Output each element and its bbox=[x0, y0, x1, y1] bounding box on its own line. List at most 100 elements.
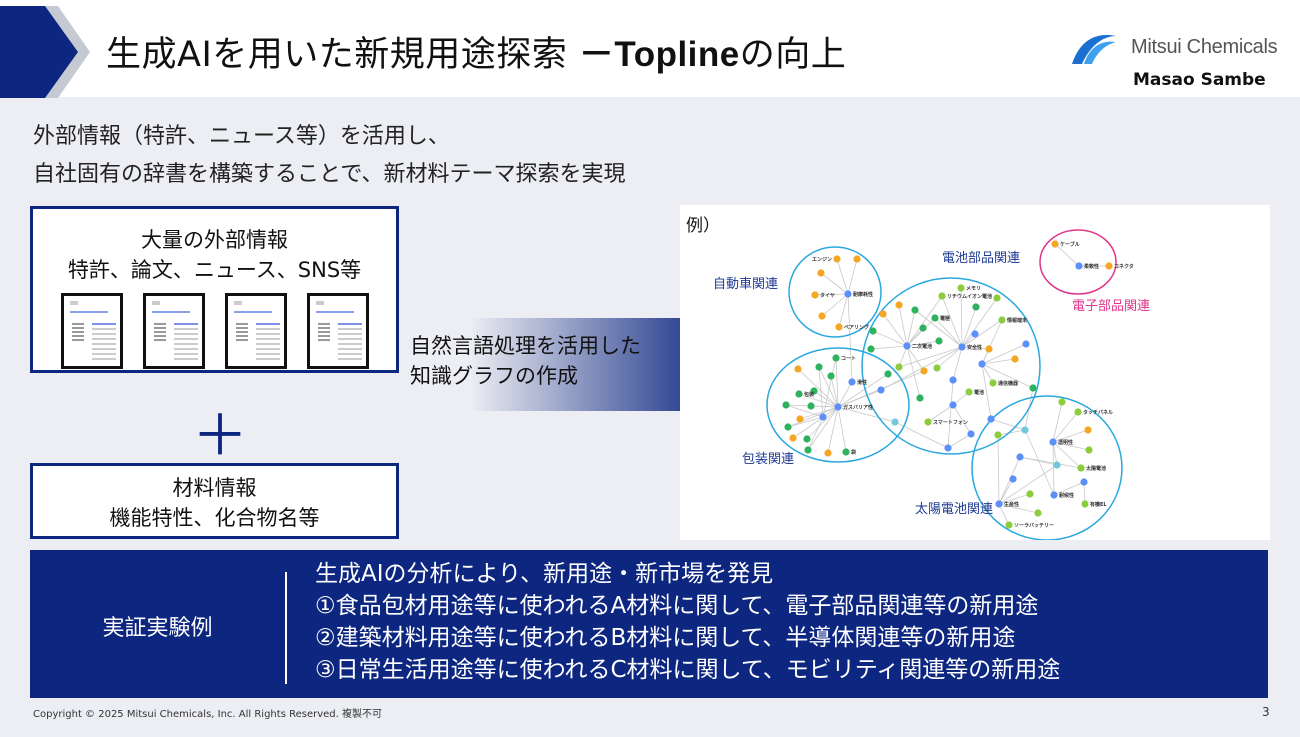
graph-node bbox=[978, 360, 986, 368]
graph-node bbox=[819, 413, 827, 421]
graph-node-label: 二次電池 bbox=[912, 343, 932, 350]
graph-edge bbox=[898, 345, 908, 368]
graph-edge bbox=[906, 340, 940, 347]
graph-node bbox=[810, 387, 818, 395]
graph-node bbox=[1034, 509, 1042, 517]
graph-node bbox=[949, 401, 957, 409]
graph-edge bbox=[807, 416, 824, 451]
intro-text: 外部情報（特許、ニュース等）を活用し、 自社固有の辞書を構築することで、新材料テ… bbox=[33, 118, 625, 194]
graph-node bbox=[1016, 453, 1024, 461]
graph-edge bbox=[906, 345, 921, 399]
graph-edge bbox=[821, 293, 849, 317]
material-info-title: 材料情報 bbox=[172, 476, 257, 500]
graph-node-label: リチウムイオン電池 bbox=[947, 293, 992, 300]
graph-node bbox=[895, 301, 903, 309]
graph-node bbox=[1029, 384, 1037, 392]
graph-node-label: エンジン bbox=[812, 257, 832, 263]
graph-edge bbox=[872, 330, 908, 347]
document-icon bbox=[142, 293, 205, 369]
graph-node bbox=[994, 431, 1002, 439]
graph-node-label: 通信機器 bbox=[998, 380, 1019, 387]
graph-node bbox=[967, 430, 975, 438]
header: 生成AIを用いた新規用途探索 －Toplineの向上 Mitsui Chemic… bbox=[0, 0, 1300, 98]
graph-edge bbox=[1052, 441, 1082, 469]
graph-edge bbox=[818, 366, 824, 418]
graph-node bbox=[1085, 446, 1093, 454]
graph-node bbox=[971, 330, 979, 338]
graph-node bbox=[1021, 426, 1029, 434]
graph-edge bbox=[1024, 429, 1055, 496]
graph-node bbox=[993, 294, 1001, 302]
graph-node bbox=[832, 354, 840, 362]
graph-node bbox=[920, 367, 928, 375]
graph-node-label: 透明性 bbox=[1058, 439, 1073, 446]
graph-node-label: コネクタ bbox=[1114, 263, 1134, 270]
results-lines: 生成AIの分析により、新用途・新市場を発見 ①食品包材用途等に使われるA材料に関… bbox=[315, 558, 1060, 686]
graph-edge bbox=[835, 357, 839, 408]
graph-node bbox=[949, 376, 957, 384]
graph-edge bbox=[990, 418, 1026, 431]
graph-node bbox=[879, 310, 887, 318]
graph-node bbox=[877, 386, 885, 394]
graph-edge bbox=[837, 406, 847, 453]
cluster-label-solar: 太陽電池関連 bbox=[915, 502, 993, 517]
graph-edge bbox=[870, 345, 908, 350]
cluster-ring-auto bbox=[788, 246, 882, 338]
graph-node bbox=[795, 390, 803, 398]
graph-node bbox=[796, 415, 804, 423]
graph-edge bbox=[960, 287, 963, 348]
graph-edge bbox=[898, 304, 908, 347]
document-icon bbox=[60, 293, 123, 369]
graph-node bbox=[938, 292, 946, 300]
graph-node bbox=[869, 327, 877, 335]
graph-node bbox=[818, 312, 826, 320]
graph-node bbox=[848, 378, 856, 386]
graph-edge bbox=[906, 317, 936, 347]
graph-node-label: 情報端末 bbox=[1006, 317, 1027, 324]
graph-node bbox=[1022, 340, 1030, 348]
graph-edge bbox=[981, 319, 1003, 365]
graph-edge bbox=[806, 406, 839, 440]
graph-edge bbox=[997, 429, 1026, 436]
graph-node-label: 耐候性 bbox=[1059, 492, 1074, 499]
material-info-subtitle: 機能特性、化合物名等 bbox=[109, 506, 320, 530]
cluster-ring-electronics bbox=[1039, 229, 1117, 295]
graph-edge bbox=[787, 406, 839, 428]
graph-edge bbox=[787, 416, 824, 428]
graph-edge bbox=[798, 393, 839, 408]
graph-node bbox=[957, 284, 965, 292]
graph-node bbox=[1009, 475, 1017, 483]
external-info-box: 大量の外部情報 特許、論文、ニュース、SNS等 bbox=[30, 206, 399, 373]
graph-node-label: 耐摩耗性 bbox=[853, 291, 873, 298]
graph-edge bbox=[830, 375, 839, 408]
graph-edge bbox=[820, 272, 849, 295]
plus-icon: ＋ bbox=[192, 404, 248, 469]
brand-name: Mitsui Chemicals bbox=[1131, 36, 1278, 58]
graph-node-label: スマートフォン bbox=[933, 420, 968, 426]
graph-edge bbox=[838, 293, 849, 328]
graph-node bbox=[972, 303, 980, 311]
graph-node bbox=[1077, 464, 1085, 472]
graph-edge bbox=[914, 309, 963, 348]
graph-node bbox=[1053, 461, 1061, 469]
graph-edge bbox=[827, 406, 839, 454]
graph-edge bbox=[1019, 456, 1082, 469]
graph-edge bbox=[998, 456, 1021, 505]
graph-node bbox=[965, 388, 973, 396]
graph-edge bbox=[961, 319, 1003, 348]
graph-edge bbox=[1052, 429, 1089, 443]
graph-edge bbox=[981, 363, 1034, 389]
graph-edge bbox=[961, 306, 977, 348]
graph-edge bbox=[837, 373, 889, 408]
graph-node-label: ソーラバッテリー bbox=[1014, 522, 1054, 529]
graph-node-label: 有機EL bbox=[1090, 501, 1107, 508]
graph-edge bbox=[981, 363, 994, 384]
graph-node bbox=[891, 418, 899, 426]
graph-edge bbox=[810, 405, 839, 408]
graph-edge bbox=[981, 343, 1027, 365]
graph-edge bbox=[961, 297, 998, 348]
cluster-ring-battery bbox=[861, 277, 1041, 455]
cluster-label-electronics: 電子部品関連 bbox=[1072, 299, 1150, 314]
graph-edge bbox=[1052, 401, 1063, 443]
graph-edge bbox=[998, 464, 1058, 505]
